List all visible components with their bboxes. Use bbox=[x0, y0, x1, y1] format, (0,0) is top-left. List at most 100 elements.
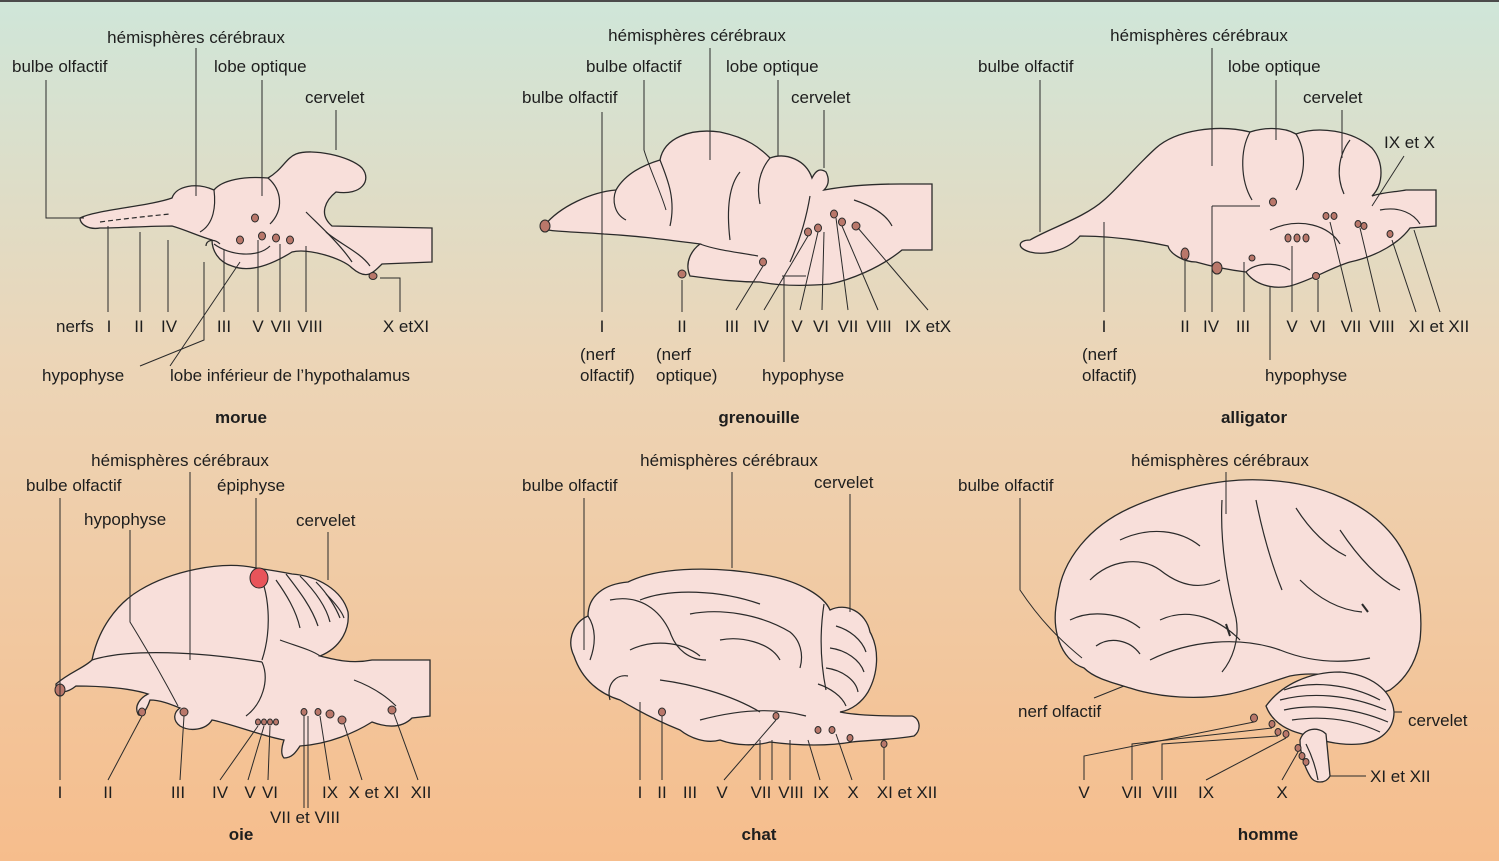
label-nerve-iii: III bbox=[683, 783, 697, 802]
label-hemispheres: hémisphères cérébraux bbox=[91, 451, 269, 470]
label-nerve-ii: II bbox=[1180, 317, 1189, 336]
label-nerve-xii: XII bbox=[411, 783, 432, 802]
label-olfactory-nerve-note: olfactif) bbox=[580, 366, 635, 385]
nerve-stub bbox=[539, 219, 551, 233]
nerve-stub bbox=[1248, 254, 1256, 262]
label-nerve-vii-viii: VII et VIII bbox=[270, 808, 340, 827]
epiphysis-marker bbox=[249, 567, 269, 589]
nerve-stub bbox=[273, 718, 279, 726]
grenouille-leader-lines bbox=[601, 48, 929, 362]
panel-grenouille: hémisphères cérébraux bulbe olfactif bul… bbox=[522, 26, 951, 427]
label-nerve-x: X bbox=[847, 783, 858, 802]
nerve-stub bbox=[1284, 233, 1292, 243]
nerve-stub bbox=[1269, 197, 1277, 207]
label-nerve-vi: VI bbox=[1310, 317, 1326, 336]
label-nerve-ix-x: IX etX bbox=[905, 317, 951, 336]
nerve-stub bbox=[1360, 222, 1368, 230]
nerve-stub bbox=[314, 708, 322, 716]
nerve-stub bbox=[1302, 758, 1310, 766]
label-nerve-iii: III bbox=[171, 783, 185, 802]
label-nerve-ix: IX bbox=[1198, 783, 1214, 802]
nerve-stub bbox=[814, 223, 822, 233]
nerve-stub bbox=[368, 272, 378, 280]
label-nerve-iii: III bbox=[217, 317, 231, 336]
caption-morue: morue bbox=[215, 408, 267, 427]
homme-brain-drawing bbox=[1054, 479, 1422, 783]
label-nerve-xi-xii: XI et XII bbox=[877, 783, 937, 802]
nerve-stub bbox=[772, 712, 780, 720]
label-nerve-vi: VI bbox=[813, 317, 829, 336]
panel-chat: hémisphères cérébraux bulbe olfactif cer… bbox=[522, 451, 937, 844]
oie-brain-drawing bbox=[54, 564, 431, 759]
label-hypophysis: hypophyse bbox=[42, 366, 124, 385]
nerve-stub bbox=[1274, 728, 1282, 736]
label-olfactory-bulb: bulbe olfactif bbox=[522, 476, 618, 495]
label-nerve-x-xi: X et XI bbox=[348, 783, 399, 802]
label-hypophysis: hypophyse bbox=[1265, 366, 1347, 385]
nerve-stub bbox=[759, 257, 767, 267]
panel-oie: hémisphères cérébraux bulbe olfactif épi… bbox=[26, 451, 431, 844]
label-nerve-i: I bbox=[638, 783, 643, 802]
caption-alligator: alligator bbox=[1221, 408, 1288, 427]
morue-leader-lines bbox=[45, 48, 401, 367]
label-nerve-vii: VII bbox=[1341, 317, 1362, 336]
nerve-stub bbox=[1354, 220, 1362, 228]
nerve-stub bbox=[830, 209, 838, 219]
label-hemispheres: hémisphères cérébraux bbox=[107, 28, 285, 47]
label-optic-lobe: lobe optique bbox=[1228, 57, 1321, 76]
label-nerve-v: V bbox=[1286, 317, 1298, 336]
label-nerve-viii: VIII bbox=[297, 317, 323, 336]
label-nerve-iv: IV bbox=[212, 783, 229, 802]
label-nerve-viii: VIII bbox=[778, 783, 804, 802]
nerve-stub bbox=[804, 227, 812, 237]
nerve-stub bbox=[138, 707, 146, 717]
panel-alligator: hémisphères cérébraux bulbe olfactif lob… bbox=[978, 26, 1469, 427]
nerve-stub bbox=[1330, 212, 1338, 220]
label-nerve-vii: VII bbox=[751, 783, 772, 802]
label-nerve-ix: IX bbox=[322, 783, 338, 802]
label-nerve-ii: II bbox=[677, 317, 686, 336]
nerve-stub bbox=[300, 708, 308, 716]
label-nerve-ii: II bbox=[103, 783, 112, 802]
label-nerve-iii: III bbox=[725, 317, 739, 336]
alligator-leader-lines bbox=[1039, 48, 1441, 360]
label-nerve-xi-xii: XI et XII bbox=[1370, 767, 1430, 786]
panel-morue: hémisphères cérébraux bulbe olfactif lob… bbox=[12, 28, 433, 427]
nerve-stub bbox=[179, 707, 189, 717]
nerve-stub bbox=[1294, 744, 1302, 752]
nerve-stub bbox=[261, 718, 267, 726]
alligator-brain-drawing bbox=[1019, 127, 1437, 288]
nerve-stub bbox=[1386, 230, 1394, 238]
nerve-stub bbox=[1298, 752, 1306, 760]
label-nerve-v: V bbox=[716, 783, 728, 802]
label-olfactory-nerve-note: (nerf bbox=[1082, 345, 1117, 364]
label-olfactory-nerve-note: olfactif) bbox=[1082, 366, 1137, 385]
chat-leader-lines bbox=[583, 472, 885, 781]
nerve-stub bbox=[828, 726, 836, 734]
label-nerve-i: I bbox=[107, 317, 112, 336]
label-nerve-viii: VIII bbox=[1152, 783, 1178, 802]
label-olfactory-nerve-note: (nerf bbox=[580, 345, 615, 364]
nerve-stub bbox=[1282, 730, 1290, 738]
nerve-stub bbox=[880, 740, 888, 748]
label-olfactory-bulb: bulbe olfactif bbox=[522, 88, 618, 107]
label-hypophysis: hypophyse bbox=[84, 510, 166, 529]
label-nerve-iv: IV bbox=[753, 317, 770, 336]
nerve-stub bbox=[1322, 212, 1330, 220]
nerve-stub bbox=[1312, 272, 1320, 280]
homme-leader-lines bbox=[1019, 472, 1402, 781]
label-optic-lobe: lobe optique bbox=[726, 57, 819, 76]
label-epiphysis: épiphyse bbox=[217, 476, 285, 495]
label-olfactory-nerve: nerf olfactif bbox=[1018, 702, 1101, 721]
nerve-stub bbox=[236, 235, 244, 245]
nerve-stub bbox=[258, 231, 266, 241]
label-nerve-v: V bbox=[791, 317, 803, 336]
nerve-stub bbox=[658, 707, 666, 717]
label-nerve-iv: IV bbox=[1203, 317, 1220, 336]
label-nerve-vii: VII bbox=[838, 317, 859, 336]
label-nerve-vii: VII bbox=[271, 317, 292, 336]
label-nerve-i: I bbox=[1102, 317, 1107, 336]
nerve-stub bbox=[286, 235, 294, 245]
label-optic-nerve-note: optique) bbox=[656, 366, 717, 385]
